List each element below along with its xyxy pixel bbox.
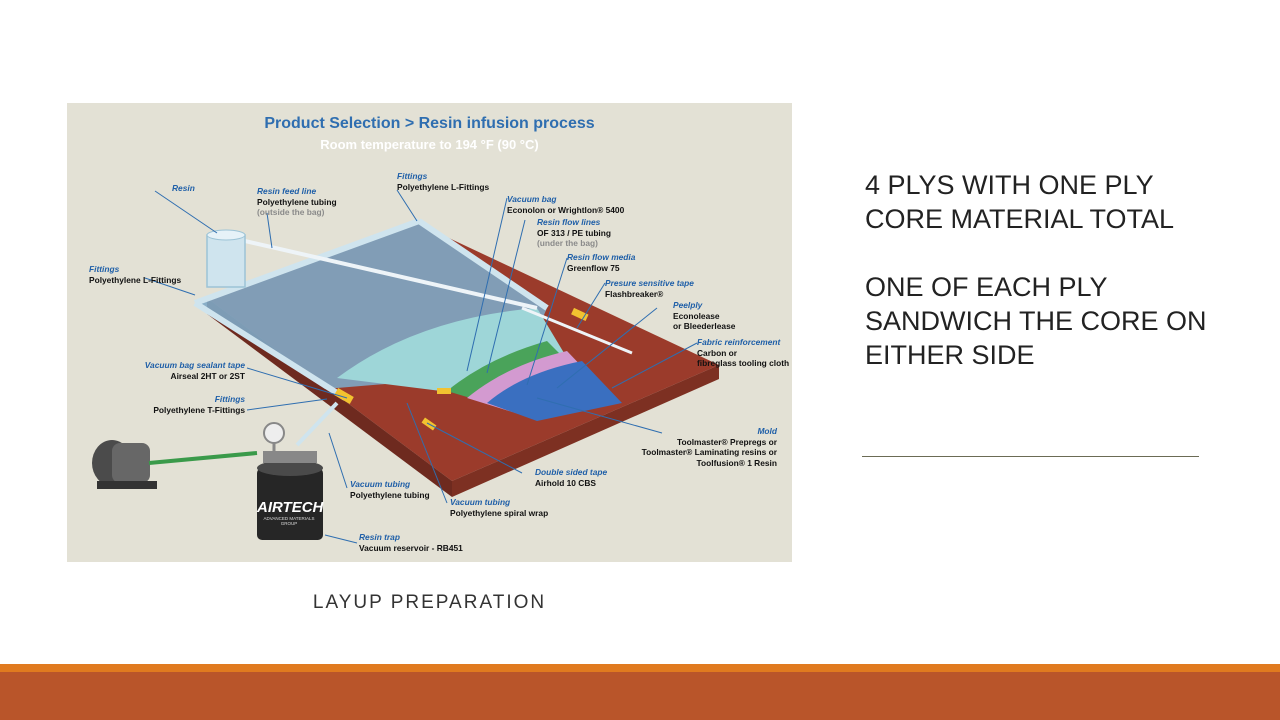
diagram-illustration (92, 189, 719, 544)
body-line-sandwich: ONE OF EACH PLY SANDWICH THE CORE ON EIT… (865, 272, 1207, 370)
image-caption: LAYUP PREPARATION (312, 592, 547, 613)
divider-line (862, 456, 1199, 457)
label-resin-flow-lines: Resin flow lines OF 313 / PE tubing (und… (537, 217, 611, 248)
label-double-sided-tape: Double sided tape Airhold 10 CBS (535, 467, 608, 488)
footer-bar (0, 672, 1280, 720)
label-mold: Mold Toolmaster® Prepregs or Toolmaster®… (641, 426, 777, 468)
resin-infusion-diagram: Product Selection > Resin infusion proce… (67, 103, 792, 562)
label-vacuum-bag: Vacuum bag Econolon or Wrightlon® 5400 (507, 194, 625, 215)
label-vacuum-bag-sealant-tape: Vacuum bag sealant tape Airseal 2HT or 2… (144, 360, 245, 381)
label-resin-feed-line: Resin feed line Polyethylene tubing (out… (257, 186, 337, 217)
label-vacuum-tubing: Vacuum tubing Polyethylene tubing (350, 479, 430, 500)
airtech-logo: AIRTECH (257, 499, 324, 516)
label-fittings-left: Fittings Polyethylene L-Fittings (89, 264, 182, 285)
label-resin: Resin (172, 183, 195, 193)
footer-accent-bar (0, 664, 1280, 672)
label-resin-trap: Resin trap Vacuum reservoir - RB451 (359, 532, 463, 553)
label-vacuum-spiral-wrap: Vacuum tubing Polyethylene spiral wrap (450, 497, 549, 518)
label-fittings-top: Fittings Polyethylene L-Fittings (397, 171, 490, 192)
label-peelply: Peelply Econolease or Bleederlease (673, 300, 736, 331)
label-fittings-t: Fittings Polyethylene T-Fittings (153, 394, 245, 415)
label-resin-flow-media: Resin flow media Greenflow 75 (567, 252, 636, 273)
diagram-title: Product Selection > Resin infusion proce… (264, 115, 595, 132)
airtech-logo-sub: ADVANCED MATERIALS GROUP (263, 516, 315, 526)
label-fabric-reinforcement: Fabric reinforcement Carbon or fibreglas… (697, 337, 790, 368)
diagram-subtitle: Room temperature to 194 °F (90 °C) (320, 137, 539, 152)
body-line-plys: 4 PLYS WITH ONE PLY CORE MATERIAL TOTAL (865, 170, 1175, 234)
slide-body-text: 4 PLYS WITH ONE PLY CORE MATERIAL TOTAL … (865, 168, 1225, 406)
label-pressure-sensitive-tape: Presure sensitive tape Flashbreaker® (605, 278, 694, 299)
